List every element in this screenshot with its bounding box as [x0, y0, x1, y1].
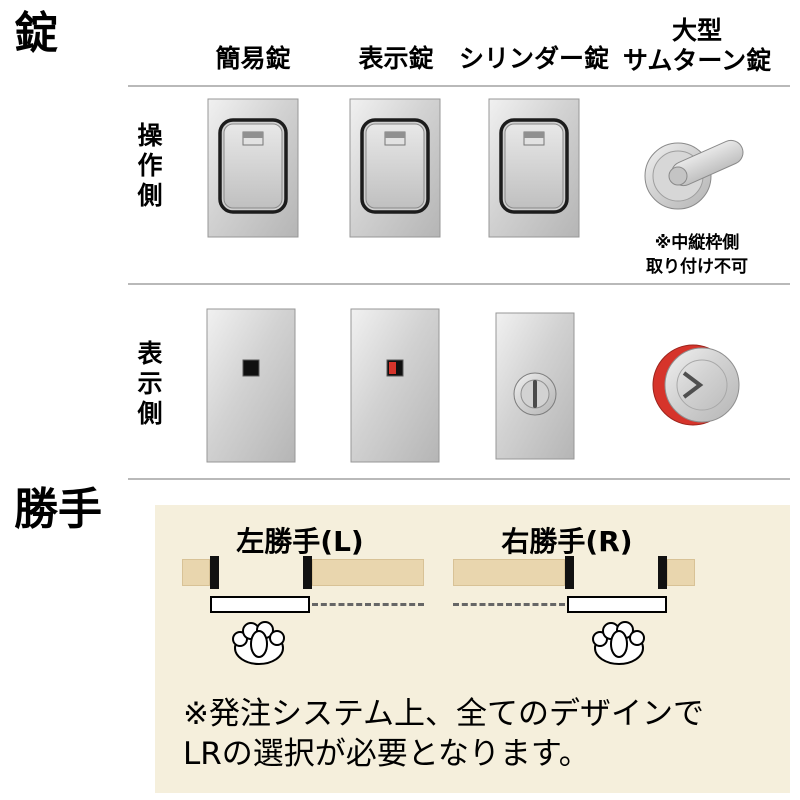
divider-top: [128, 85, 790, 87]
thumbturn-lock-indicator-side-image: [652, 344, 740, 426]
left-hand-label: 左勝手(L): [236, 525, 364, 558]
thumbturn-lock-operation-side-image: [644, 139, 744, 210]
lock-section-title: 錠: [14, 8, 58, 59]
indicator-lock-operation-side-image: [349, 98, 441, 238]
left-diagram-hand-icon: [232, 621, 285, 665]
right-diagram-frame-long: [453, 559, 565, 586]
row-label-operation-side: 操作側: [134, 122, 163, 212]
left-diagram-jamb-right: [303, 556, 312, 589]
right-diagram-door-panel: [567, 596, 667, 613]
column-header-thumbturn-line1: 大型: [671, 16, 723, 45]
cylinder-lock-operation-side-image: [488, 98, 580, 238]
left-diagram-frame-short: [182, 559, 210, 586]
ordering-note-line2: LRの選択が必要となります。: [183, 736, 590, 772]
right-hand-label: 右勝手(R): [501, 525, 633, 558]
simple-lock-operation-side-image: [207, 98, 299, 238]
right-diagram-frame-short: [667, 559, 695, 586]
left-diagram-slide-track: [312, 603, 424, 606]
indicator-lock-indicator-side-image: [350, 308, 440, 463]
divider-bottom: [128, 478, 790, 480]
column-header-simple-lock: 簡易錠: [215, 44, 291, 73]
thumbturn-note-line1: ※中縦枠側: [654, 233, 740, 253]
row-label-indicator-side: 表示側: [134, 340, 163, 430]
cylinder-lock-indicator-side-image: [495, 312, 575, 460]
column-header-cylinder-lock: シリンダー錠: [458, 44, 610, 73]
ordering-note-line1: ※発注システム上、全てのデザインで: [183, 696, 705, 732]
left-diagram-door-panel: [210, 596, 310, 613]
handedness-section-title: 勝手: [14, 484, 102, 535]
left-diagram-frame-long: [312, 559, 424, 586]
right-diagram-hand-icon: [592, 621, 645, 665]
thumbturn-note-line2: 取り付け不可: [646, 257, 748, 277]
right-diagram-slide-track: [453, 603, 565, 606]
simple-lock-indicator-side-image: [206, 308, 296, 463]
right-diagram-jamb-left: [565, 556, 574, 589]
divider-middle: [128, 283, 790, 285]
column-header-indicator-lock: 表示錠: [358, 44, 434, 73]
left-diagram-jamb-left: [210, 556, 219, 589]
right-diagram-jamb-right: [658, 556, 667, 589]
column-header-thumbturn-line2: サムターン錠: [622, 46, 772, 75]
column-header-thumbturn-lock: 大型 サムターン錠: [623, 16, 771, 76]
